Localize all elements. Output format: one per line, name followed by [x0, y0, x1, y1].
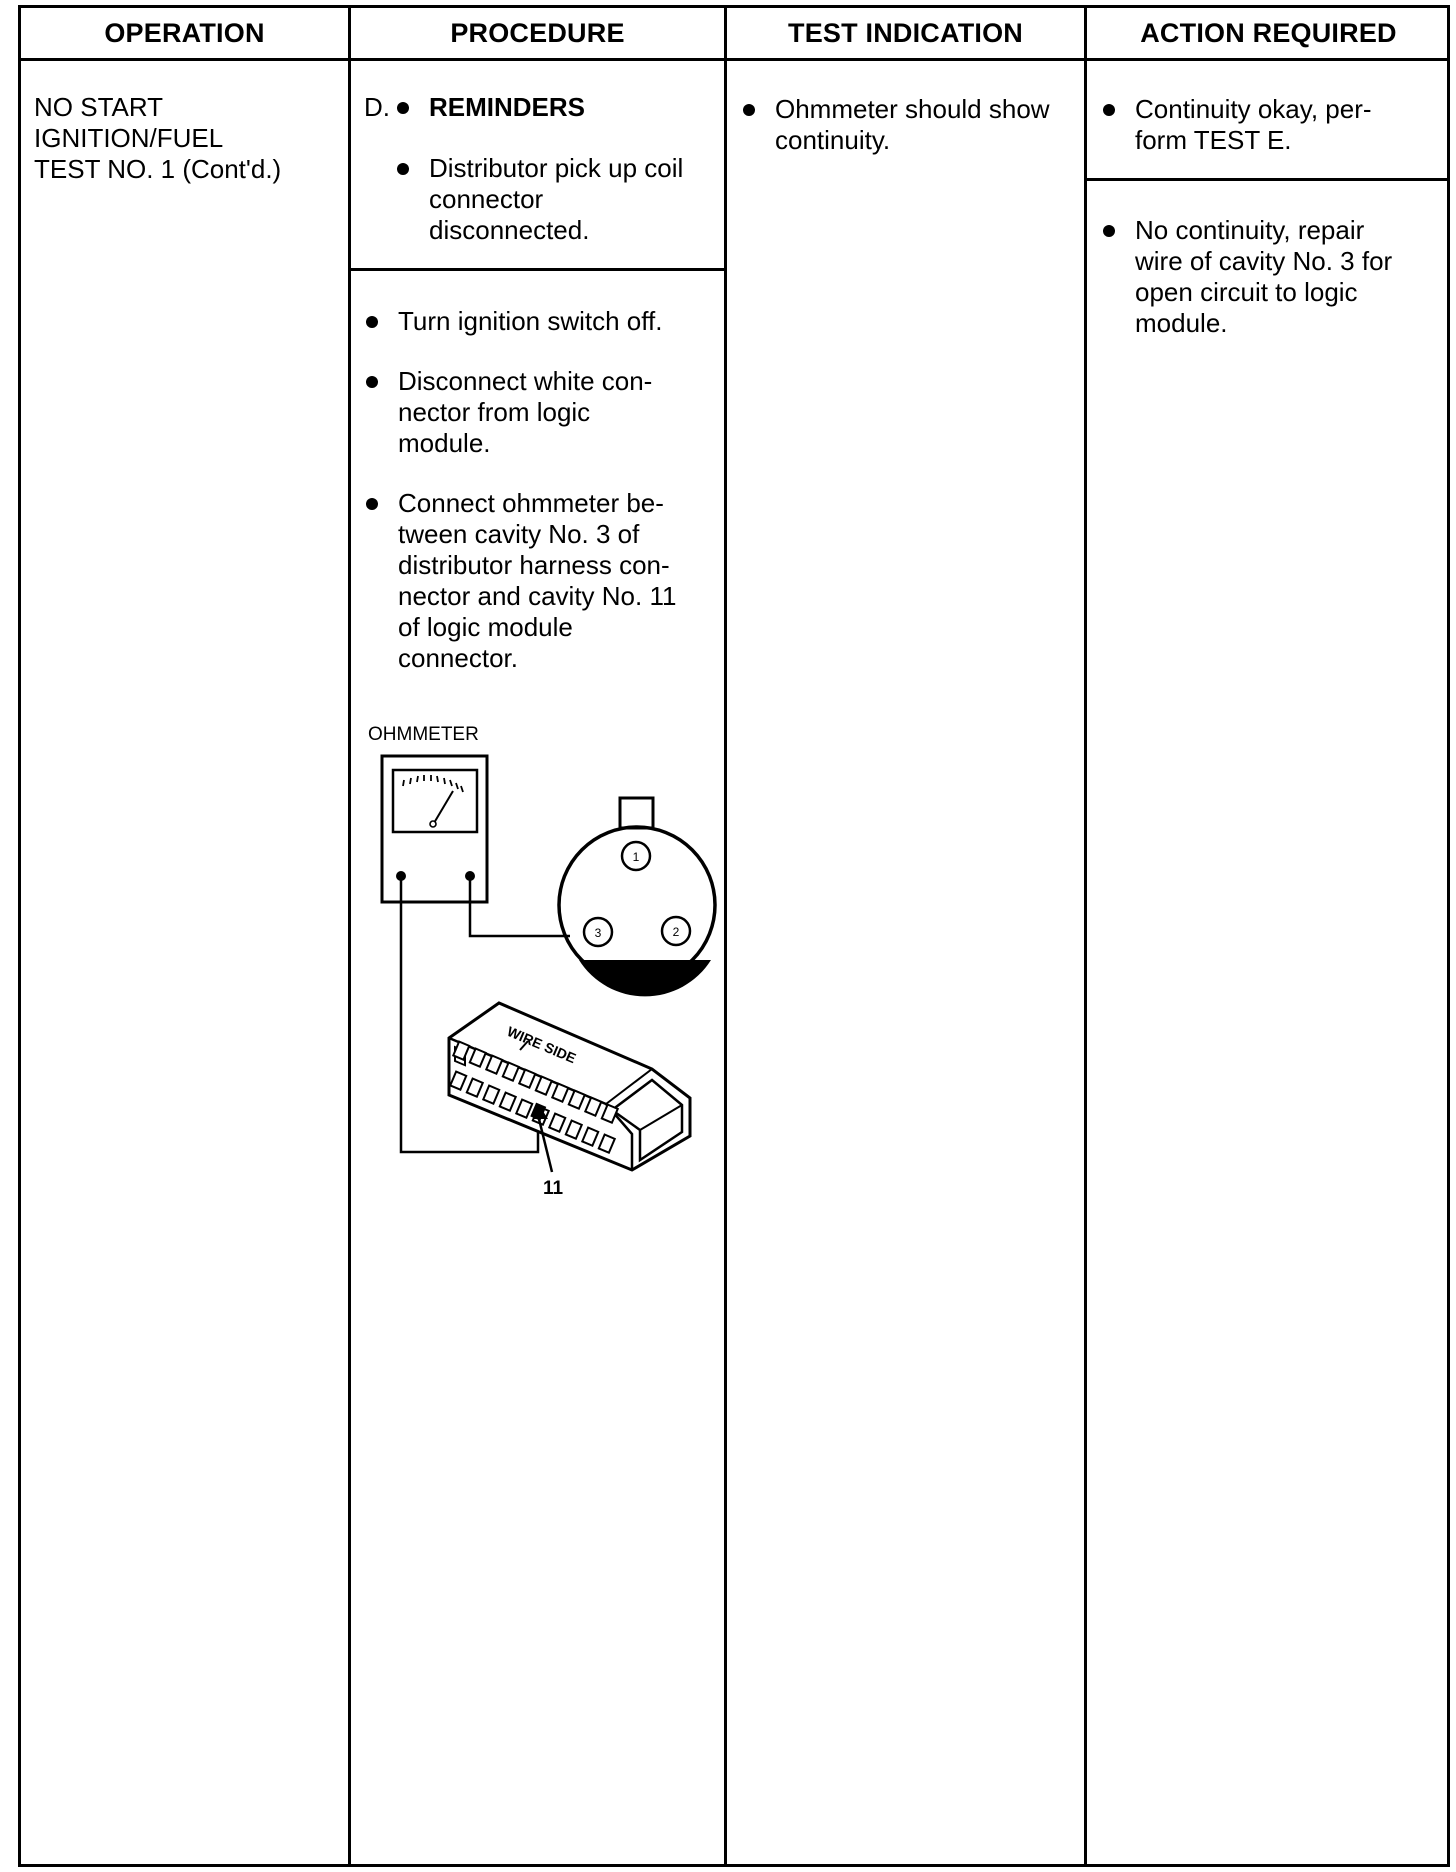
test-lead-wire [399, 876, 540, 1154]
action-fail-text: No continuity, repair wire of cavity No.… [1102, 215, 1393, 338]
column-divider [348, 8, 351, 1864]
connector-cavity [583, 1096, 603, 1118]
distributor-connector-icon: 1 3 2 [557, 796, 717, 997]
connector-cavity [597, 1133, 617, 1155]
operation-line: TEST NO. 1 (Cont'd.) [34, 154, 282, 184]
reminders-title: REMINDERS [396, 92, 586, 122]
connector-cavity [600, 1103, 620, 1125]
column-divider [1084, 8, 1087, 1864]
connector-cavity [498, 1091, 518, 1113]
connector-cavity [547, 1112, 567, 1134]
connector-cavity [564, 1119, 584, 1141]
connector-cavity [484, 1054, 504, 1076]
connector-cavity [451, 1040, 471, 1062]
connector-cavity [465, 1077, 485, 1099]
procedure-step: Turn ignition switch off. [365, 306, 663, 336]
connector-cavity [501, 1061, 521, 1083]
pin-label: 1 [633, 850, 640, 864]
operation-line: NO START [34, 92, 164, 122]
connector-cavity [481, 1084, 501, 1106]
connector-cavity [567, 1089, 587, 1111]
header-action-required: ACTION REQUIRED [1140, 17, 1397, 48]
pin-label: 3 [595, 926, 602, 940]
header-test-indication: TEST INDICATION [788, 17, 1023, 48]
column-divider [724, 8, 727, 1864]
header-rule [21, 58, 1447, 61]
cavity-pointer [536, 1114, 554, 1173]
connector-cavity [448, 1070, 468, 1092]
pin-label: 2 [673, 925, 680, 939]
troubleshooting-table: OPERATION PROCEDURE TEST INDICATION ACTI… [18, 5, 1450, 1867]
connector-cavity [550, 1082, 570, 1104]
connector-cavity [468, 1047, 488, 1069]
reminders-rule [348, 268, 727, 271]
connector-cavity [534, 1075, 554, 1097]
step-letter: D. [364, 92, 390, 122]
connector-cavity [517, 1068, 537, 1090]
header-operation: OPERATION [104, 17, 265, 48]
action-rule [1084, 178, 1450, 181]
operation-line: IGNITION/FUEL [34, 123, 224, 153]
procedure-step: Connect ohmmeter be- tween cavity No. 3 … [365, 488, 677, 673]
cavity-number-label: 11 [543, 1178, 564, 1199]
test-lead-wire [468, 876, 570, 938]
ohmmeter-label: OHMMETER [368, 724, 479, 745]
logic-module-connector-icon: WIRE SIDE 11 [447, 1001, 692, 1199]
connector-cavity [514, 1098, 534, 1120]
action-ok-text: Continuity okay, per- form TEST E. [1103, 94, 1372, 155]
test-indication-text: Ohmmeter should show continuity. [743, 94, 1050, 155]
header-procedure: PROCEDURE [450, 17, 625, 48]
reminder-item: Distributor pick up coil connector disco… [396, 153, 684, 245]
connector-cavity [580, 1126, 600, 1148]
ohmmeter-icon [380, 754, 489, 904]
procedure-step: Disconnect white con- nector from logic … [365, 366, 653, 458]
operation-text: NO START IGNITION/FUEL TEST NO. 1 (Cont'… [34, 92, 281, 185]
